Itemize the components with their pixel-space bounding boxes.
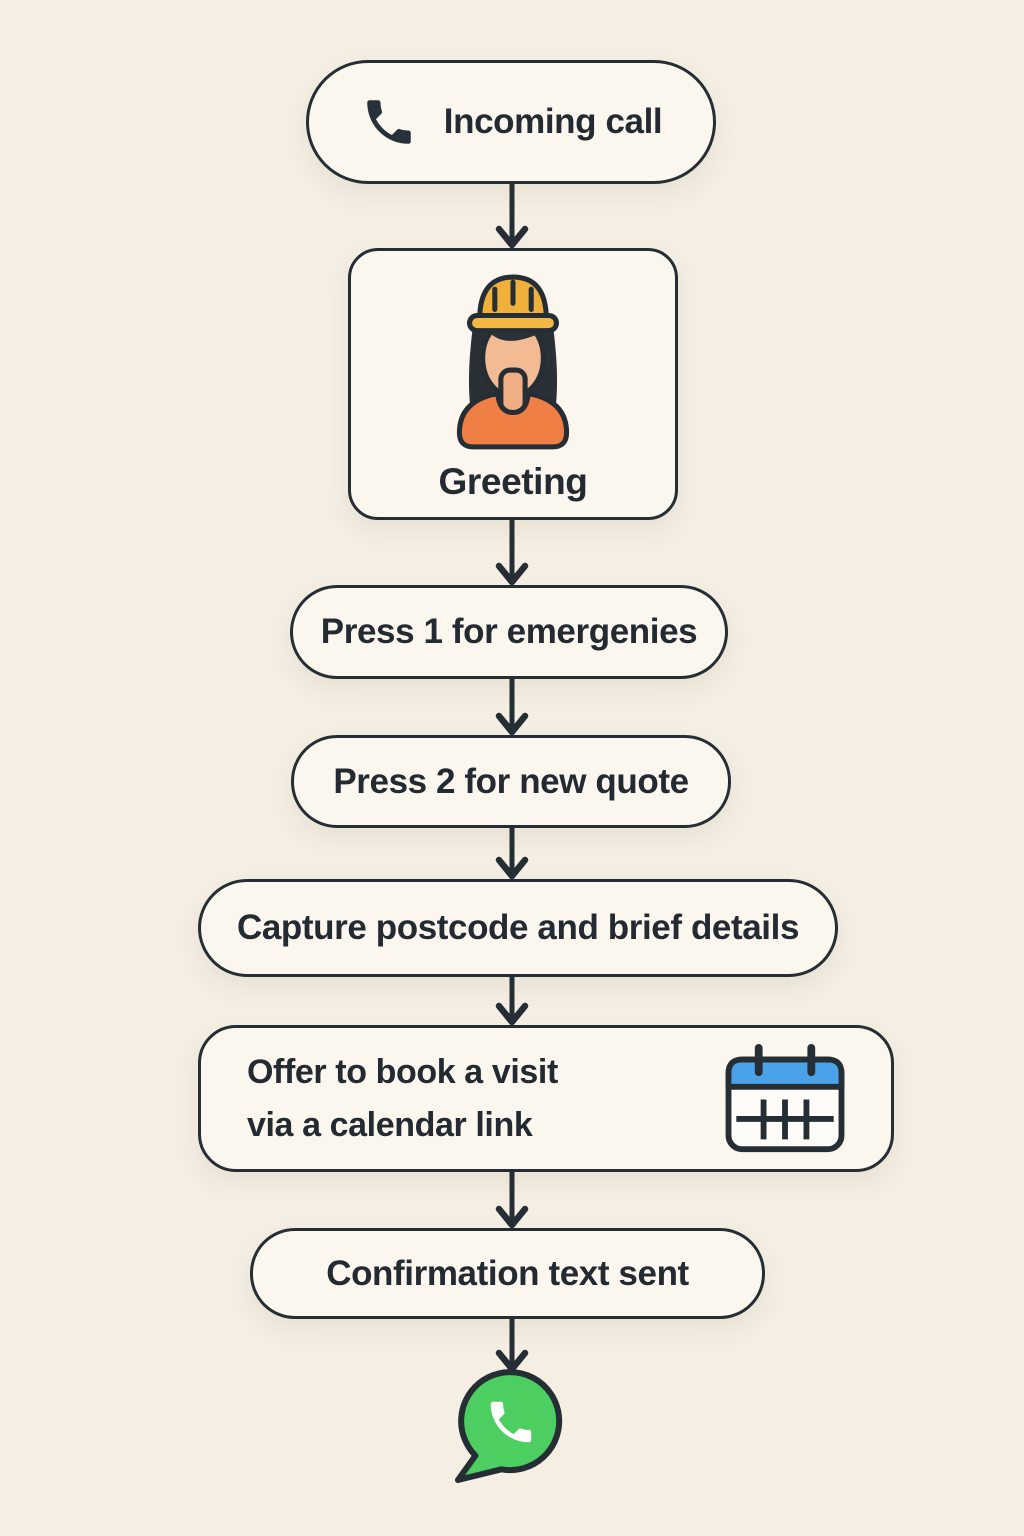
node-press-1: Press 1 for emergenies [290, 585, 728, 679]
flow-arrow-2 [495, 517, 529, 586]
node-capture-details: Capture postcode and brief details [198, 879, 838, 977]
whatsapp-handset [490, 1401, 532, 1443]
whatsapp-icon [445, 1364, 575, 1494]
incoming-call-label: Incoming call [443, 102, 663, 141]
avatar-shirt [456, 391, 570, 450]
node-confirmation: Confirmation text sent [250, 1228, 765, 1319]
flow-arrow-6 [495, 1171, 529, 1229]
flow-arrow-4 [495, 826, 529, 880]
node-press-2: Press 2 for new quote [291, 735, 731, 828]
press-1-label: Press 1 for emergenies [320, 612, 698, 651]
offer-booking-line2: via a calendar link [247, 1105, 533, 1144]
flow-arrow-7 [495, 1317, 529, 1373]
flow-arrow-1 [495, 182, 529, 249]
calendar-icon [725, 1043, 845, 1152]
node-incoming-call: Incoming call [306, 60, 716, 184]
node-greeting: Greeting [348, 248, 678, 520]
greeting-label: Greeting [438, 461, 588, 502]
avatar-hardhat-brim [467, 312, 559, 334]
builder-avatar [456, 274, 570, 450]
capture-details-label: Capture postcode and brief details [236, 908, 800, 947]
press-2-label: Press 2 for new quote [333, 761, 689, 801]
flow-arrow-5 [495, 976, 529, 1026]
offer-booking-line1: Offer to book a visit [247, 1053, 558, 1092]
node-offer-booking: Offer to book a visit via a calendar lin… [198, 1025, 894, 1172]
confirmation-label: Confirmation text sent [326, 1253, 689, 1293]
flow-arrow-3 [495, 677, 529, 736]
offer-booking-label: Offer to book a visit via a calendar lin… [247, 1046, 558, 1150]
whatsapp-bubble [455, 1369, 563, 1483]
phone-icon [367, 100, 411, 144]
avatar-hardhat-ridges [492, 279, 534, 312]
